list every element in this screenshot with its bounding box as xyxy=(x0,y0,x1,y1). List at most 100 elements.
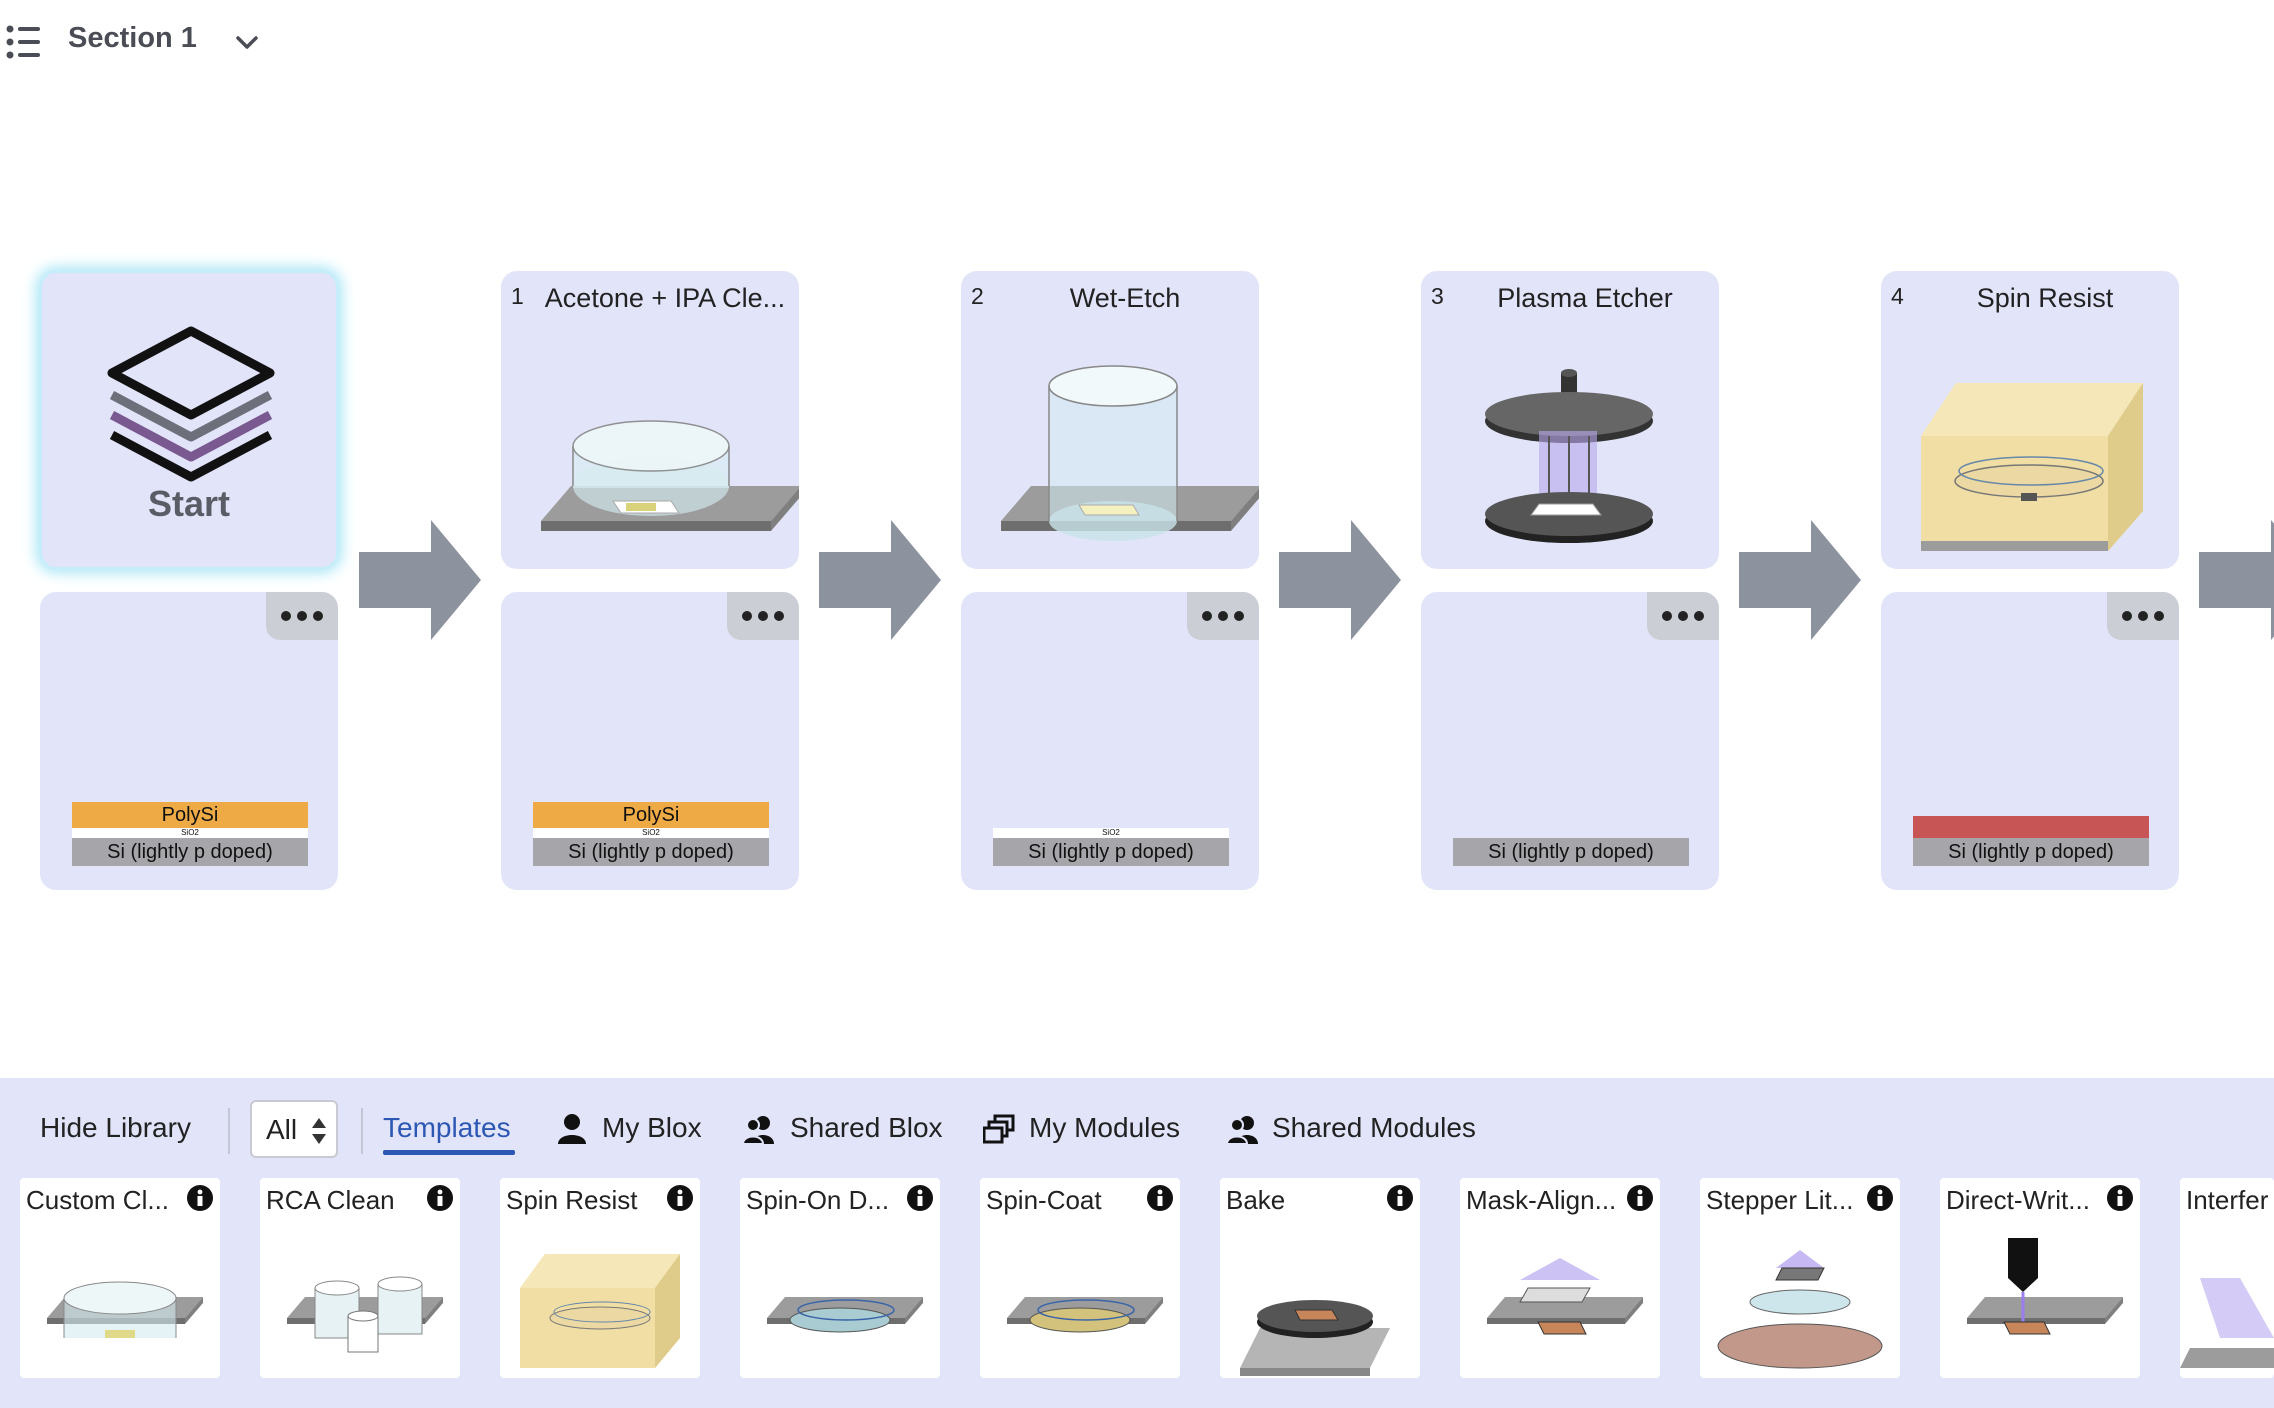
tile-label: Mask-Align... xyxy=(1466,1185,1617,1215)
tab-shared-blox[interactable]: Shared Blox xyxy=(790,1112,943,1143)
more-options-button[interactable] xyxy=(1647,592,1719,640)
more-options-button[interactable] xyxy=(2107,592,2179,640)
flow-arrow xyxy=(1279,520,1401,640)
step-number: 4 xyxy=(1891,283,1904,309)
step-title: Wet-Etch xyxy=(1069,283,1181,313)
more-options-button[interactable] xyxy=(727,592,799,640)
start-label: Start xyxy=(147,483,231,524)
mask-aligner-illustration xyxy=(1487,1258,1643,1335)
more-options-button[interactable] xyxy=(1187,592,1259,640)
library-tile[interactable]: Stepper Lit... xyxy=(1700,1178,1900,1378)
plasma-etcher-illustration xyxy=(1485,369,1653,543)
tab-my-blox[interactable]: My Blox xyxy=(602,1112,702,1143)
library-tile[interactable]: Spin-Coat xyxy=(980,1178,1180,1378)
user-icon xyxy=(558,1114,586,1144)
stepper-illustration xyxy=(1717,1250,1883,1369)
divider xyxy=(228,1108,230,1154)
more-icon xyxy=(742,611,784,621)
users-icon xyxy=(742,1116,774,1144)
tile-label: Bake xyxy=(1226,1185,1286,1215)
library-tile[interactable]: Custom Cl... xyxy=(20,1178,220,1378)
library-tile[interactable]: RCA Clean xyxy=(260,1178,460,1378)
library-tile[interactable]: Mask-Align... xyxy=(1460,1178,1660,1378)
step-card-2[interactable]: 2 Wet-Etch xyxy=(961,271,1259,569)
tall-beaker-illustration xyxy=(1001,365,1259,541)
flow-arrow xyxy=(359,520,481,640)
tile-label: Stepper Lit... xyxy=(1706,1185,1854,1215)
tile-label: Spin-On D... xyxy=(746,1185,890,1215)
tile-label: Spin-Coat xyxy=(986,1185,1102,1215)
layers-icon xyxy=(107,326,275,482)
beaker-illustration xyxy=(47,1281,203,1338)
tab-my-modules[interactable]: My Modules xyxy=(1029,1112,1180,1143)
layer-si: Si (lightly p doped) xyxy=(993,838,1229,866)
layer-si: Si (lightly p doped) xyxy=(1913,838,2149,866)
layer-stack-panel-2: SiO2 Si (lightly p doped) xyxy=(961,592,1259,890)
direct-write-illustration xyxy=(1967,1238,2123,1335)
step-card-4[interactable]: 4 Spin Resist xyxy=(1881,271,2179,569)
more-icon xyxy=(2122,611,2164,621)
flow-arrow xyxy=(1739,520,1861,640)
library-tile[interactable]: Bake xyxy=(1220,1178,1420,1378)
step-card-3[interactable]: 3 Plasma Etcher xyxy=(1421,271,1719,569)
layer-si: Si (lightly p doped) xyxy=(533,838,769,866)
beaker-on-plate-illustration xyxy=(541,420,799,531)
tile-label: Spin Resist xyxy=(506,1185,638,1215)
step-title: Spin Resist xyxy=(1976,283,2114,313)
info-icon[interactable] xyxy=(1626,1184,1654,1212)
layer-resist xyxy=(1913,816,2149,838)
start-card[interactable]: Start xyxy=(40,271,338,569)
info-icon[interactable] xyxy=(2106,1184,2134,1212)
chevron-down-icon[interactable] xyxy=(232,28,262,58)
library-tile[interactable]: Direct-Writ... xyxy=(1940,1178,2140,1378)
library-toolbar: Hide Library All Templates My Blox Share… xyxy=(0,1078,2274,1178)
info-icon[interactable] xyxy=(1146,1184,1174,1212)
library-panel: Hide Library All Templates My Blox Share… xyxy=(0,1078,2274,1408)
hide-library-button[interactable]: Hide Library xyxy=(40,1112,191,1143)
filter-select[interactable]: All xyxy=(250,1100,338,1158)
layer-polysi: PolySi xyxy=(533,802,769,828)
info-icon[interactable] xyxy=(426,1184,454,1212)
layer-polysi: PolySi xyxy=(72,802,308,828)
step-number: 3 xyxy=(1431,283,1444,309)
tile-label: Direct-Writ... xyxy=(1946,1185,2090,1215)
list-icon[interactable] xyxy=(6,24,42,60)
rca-beakers-illustration xyxy=(287,1276,443,1353)
step-title: Plasma Etcher xyxy=(1497,283,1673,313)
filter-value: All xyxy=(266,1114,298,1145)
step-number: 1 xyxy=(511,283,524,309)
info-icon[interactable] xyxy=(906,1184,934,1212)
info-icon[interactable] xyxy=(1386,1184,1414,1212)
layer-sio2: SiO2 xyxy=(533,828,769,838)
tab-shared-modules[interactable]: Shared Modules xyxy=(1272,1112,1476,1143)
info-icon[interactable] xyxy=(666,1184,694,1212)
hotplate-illustration xyxy=(1240,1300,1390,1376)
info-icon[interactable] xyxy=(1866,1184,1894,1212)
modules-icon xyxy=(983,1114,1015,1144)
library-tile[interactable]: Interfer xyxy=(2180,1178,2274,1378)
users-icon xyxy=(1226,1116,1258,1144)
spin-on-illustration xyxy=(767,1297,923,1333)
tab-templates[interactable]: Templates xyxy=(383,1112,511,1143)
layer-stack-panel-3: Si (lightly p doped) xyxy=(1421,592,1719,890)
flow-arrow xyxy=(819,520,941,640)
more-icon xyxy=(1662,611,1704,621)
info-icon[interactable] xyxy=(186,1184,214,1212)
layer-sio2: SiO2 xyxy=(993,828,1229,838)
library-tile[interactable]: Spin-On D... xyxy=(740,1178,940,1378)
more-options-button[interactable] xyxy=(266,592,338,640)
spin-coat-illustration xyxy=(1007,1297,1163,1333)
layer-stack-panel-start: PolySi SiO2 Si (lightly p doped) xyxy=(40,592,338,890)
layer-sio2: SiO2 xyxy=(72,828,308,838)
step-number: 2 xyxy=(971,283,984,309)
active-tab-indicator xyxy=(383,1150,515,1155)
spin-resist-illustration xyxy=(1921,383,2143,551)
step-card-1[interactable]: 1 Acetone + IPA Cle... xyxy=(501,271,799,569)
tile-label: RCA Clean xyxy=(266,1185,395,1215)
more-icon xyxy=(1202,611,1244,621)
library-tile[interactable]: Spin Resist xyxy=(500,1178,700,1378)
section-title[interactable]: Section 1 xyxy=(68,22,197,54)
layer-stack-panel-4: Si (lightly p doped) xyxy=(1881,592,2179,890)
tile-label: Custom Cl... xyxy=(26,1185,170,1215)
divider xyxy=(361,1108,363,1154)
